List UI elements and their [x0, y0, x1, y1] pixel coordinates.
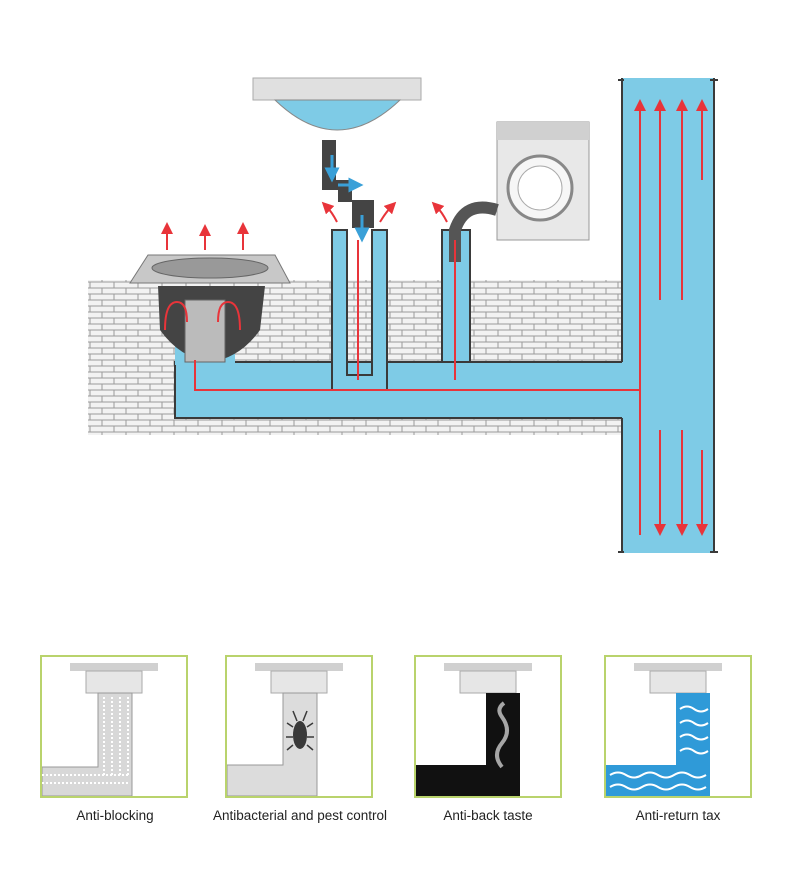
panel-anti-blocking — [40, 655, 188, 798]
caption-antibacterial: Antibacterial and pest control — [212, 808, 388, 823]
smoke-icon — [495, 701, 509, 769]
cockroach-icon — [286, 710, 314, 751]
panel-anti-return — [604, 655, 752, 798]
water-wave-icon — [609, 705, 709, 791]
airflow-arrows — [161, 99, 708, 536]
panel-anti-back-taste — [414, 655, 562, 798]
caption-anti-blocking: Anti-blocking — [76, 808, 154, 823]
caption-anti-back-taste: Anti-back taste — [443, 808, 533, 823]
sink-icon — [252, 77, 422, 243]
mesh-icon — [42, 663, 158, 796]
drainage-system-diagram — [88, 77, 718, 553]
panel-antibacterial — [225, 655, 373, 798]
washing-machine-icon — [449, 121, 590, 262]
floor-drain-icon — [129, 254, 291, 363]
vertical-stack-pipe — [622, 78, 714, 553]
caption-anti-return: Anti-return tax — [635, 808, 721, 823]
